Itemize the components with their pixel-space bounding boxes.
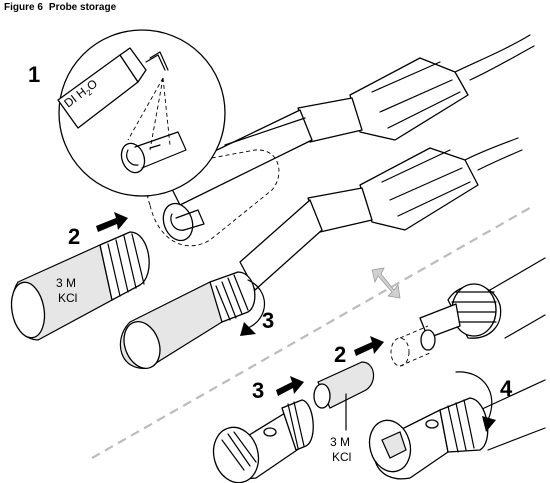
exposed-probe-tip: [162, 202, 205, 242]
step-number-4: 4: [500, 376, 513, 401]
twist-arrow-4: [455, 371, 493, 421]
twist-arrow-3-head: [240, 322, 256, 336]
sensor-cap-right: [368, 379, 546, 480]
push-arrow-3b: [276, 376, 304, 396]
lower-probe: [239, 137, 523, 291]
sensor-cap-left: [212, 399, 314, 483]
removed-cartridge-outline: [390, 325, 436, 367]
step-number-1: 1: [28, 62, 40, 87]
step-number-2: 2: [68, 224, 80, 249]
push-arrow-2b: [354, 336, 384, 356]
step-number-3: 3: [262, 308, 274, 333]
storage-bottle-attached: [119, 271, 256, 369]
cartridge-label-line1: 3 M: [330, 435, 350, 449]
step-number-2b: 2: [334, 342, 346, 367]
probe-tube-right: [419, 257, 546, 339]
cartridge-label-line2: KCl: [332, 450, 351, 464]
figure-caption: Figure 6 Probe storage: [4, 2, 116, 13]
bottle-label-line1: 3 M: [56, 276, 76, 290]
swap-double-arrow: [371, 267, 401, 299]
kcl-cartridge: 3 M KCl: [313, 361, 375, 464]
tip-dashed-outline: [147, 149, 280, 247]
step-number-3b: 3: [252, 378, 264, 403]
twist-arrow-3: [247, 279, 265, 329]
rinse-detail-circle: DI H2O: [57, 29, 226, 197]
water-spray: [127, 77, 171, 151]
figure-title: Probe storage: [48, 2, 117, 13]
push-arrow-2: [96, 212, 128, 232]
storage-bottle: 3 M KCl: [10, 231, 150, 341]
section-separator: [91, 204, 536, 459]
bottle-label-line2: KCl: [58, 291, 77, 305]
figure-number: Figure 6: [4, 2, 43, 13]
twist-arrow-4-head: [482, 416, 496, 432]
upper-probe: [164, 34, 535, 206]
rinsed-tip: [120, 131, 187, 174]
